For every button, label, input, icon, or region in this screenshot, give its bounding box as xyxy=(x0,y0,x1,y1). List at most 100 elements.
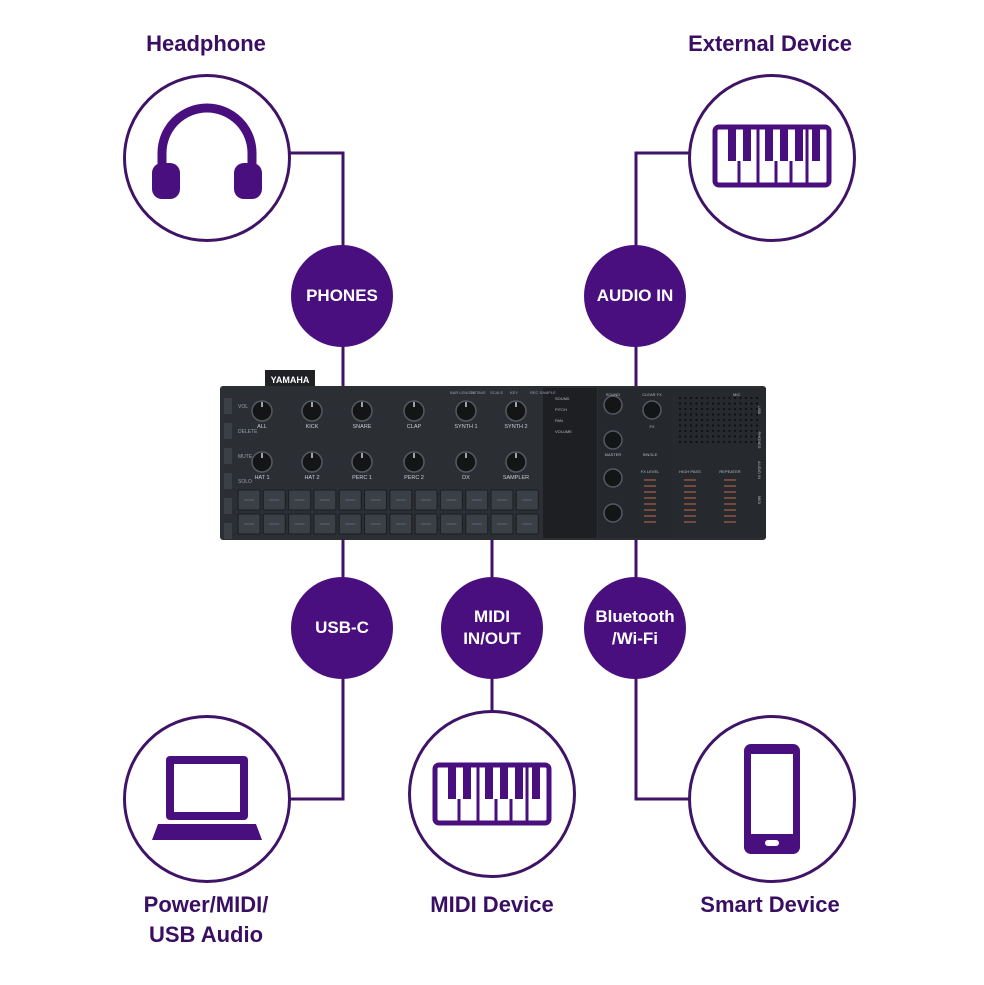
mixer-knob xyxy=(603,503,623,523)
grille-hole xyxy=(750,418,753,422)
phones-port: PHONES xyxy=(291,245,393,347)
knob-label: HAT 2 xyxy=(304,475,319,481)
grille-hole xyxy=(684,429,687,433)
grille-hole xyxy=(684,407,687,411)
top-label: SCALE xyxy=(490,390,503,395)
midi-device-circle xyxy=(408,710,576,878)
grille-hole xyxy=(717,429,720,433)
grille-hole xyxy=(733,407,737,411)
grille-hole xyxy=(744,407,748,411)
side-button xyxy=(224,423,232,439)
grille-hole xyxy=(755,429,759,433)
grille-hole xyxy=(711,424,715,427)
grille-hole xyxy=(722,440,726,444)
grille-hole xyxy=(755,418,759,422)
grille-hole xyxy=(706,418,709,422)
grille-hole xyxy=(722,407,726,411)
grille-hole xyxy=(689,424,693,427)
side-button xyxy=(224,498,232,514)
grille-hole xyxy=(684,402,687,405)
grille-hole xyxy=(744,418,748,422)
grille-hole xyxy=(750,402,753,405)
headphones-icon xyxy=(152,103,262,199)
grille-hole xyxy=(678,429,682,433)
grille-hole xyxy=(695,407,698,411)
grille-hole xyxy=(750,429,753,433)
grille-hole xyxy=(733,418,737,422)
grille-hole xyxy=(722,396,726,400)
grille-hole xyxy=(722,418,726,422)
grille-hole xyxy=(739,429,742,433)
side-button-label: MUTE xyxy=(238,454,253,460)
knob-label: PERC 2 xyxy=(404,475,424,481)
knob-label: DX xyxy=(462,475,470,481)
grille-hole xyxy=(711,407,715,411)
midi-device-title: MIDI Device xyxy=(430,892,554,917)
fx-panel xyxy=(672,388,766,538)
grille-hole xyxy=(750,440,753,444)
grille-hole xyxy=(733,402,737,405)
grille-hole xyxy=(744,402,748,405)
bluetooth-wifi-port: Bluetooth/Wi-Fi xyxy=(584,577,686,679)
grille-hole xyxy=(728,424,731,427)
grille-hole xyxy=(689,440,693,444)
grille-hole xyxy=(728,429,731,433)
grille-hole xyxy=(700,402,704,405)
grille-hole xyxy=(744,435,748,438)
grille-hole xyxy=(750,407,753,411)
grille-hole xyxy=(744,429,748,433)
computer-title: Power/MIDI/ USB Audio xyxy=(96,890,316,950)
grille-hole xyxy=(744,396,748,400)
grille-hole xyxy=(733,435,737,438)
knob xyxy=(403,451,425,473)
grille-hole xyxy=(689,402,693,405)
knob xyxy=(403,400,425,422)
grille-hole xyxy=(689,407,693,411)
grille-hole xyxy=(733,413,737,416)
grille-hole xyxy=(711,440,715,444)
grille-hole xyxy=(717,407,720,411)
grille-hole xyxy=(695,435,698,438)
grille-hole xyxy=(678,435,682,438)
grille-hole xyxy=(678,402,682,405)
grille-hole xyxy=(684,440,687,444)
grille-hole xyxy=(739,418,742,422)
top-label: OCTAVE xyxy=(470,390,486,395)
side-button xyxy=(224,523,232,539)
grille-hole xyxy=(706,402,709,405)
grille-hole xyxy=(717,440,720,444)
grille-hole xyxy=(689,418,693,422)
headphone-circle xyxy=(123,74,291,242)
grille-hole xyxy=(728,396,731,400)
mixer-label: FX xyxy=(649,424,654,429)
grille-hole xyxy=(678,440,682,444)
grille-hole xyxy=(684,424,687,427)
grille-hole xyxy=(744,424,748,427)
grille-hole xyxy=(706,440,709,444)
headphone-title: Headphone xyxy=(146,31,266,56)
grille-hole xyxy=(728,407,731,411)
knob-label: SAMPLER xyxy=(503,475,529,481)
grille-hole xyxy=(755,402,759,405)
mixer-label: SINGLE xyxy=(643,452,658,457)
grille-hole xyxy=(711,435,715,438)
knob-label: KICK xyxy=(306,424,319,430)
mic-label: MIC xyxy=(733,392,740,397)
knob-label: HAT 1 xyxy=(254,475,269,481)
side-button xyxy=(224,398,232,414)
knob-label: PERC 1 xyxy=(352,475,372,481)
knob-label: SYNTH 2 xyxy=(504,424,527,430)
grille-hole xyxy=(717,435,720,438)
bt-port-line2: /Wi-Fi xyxy=(611,629,659,648)
grille-hole xyxy=(700,418,704,422)
grille-hole xyxy=(706,413,709,416)
keyboard-icon-midi xyxy=(432,762,552,826)
grille-hole xyxy=(706,396,709,400)
mixer-label: SOUND xyxy=(606,392,621,397)
side-button-label: SOLO xyxy=(238,479,252,485)
menu-label: VOLUME xyxy=(555,429,572,434)
grille-hole xyxy=(722,435,726,438)
grille-hole xyxy=(739,413,742,416)
